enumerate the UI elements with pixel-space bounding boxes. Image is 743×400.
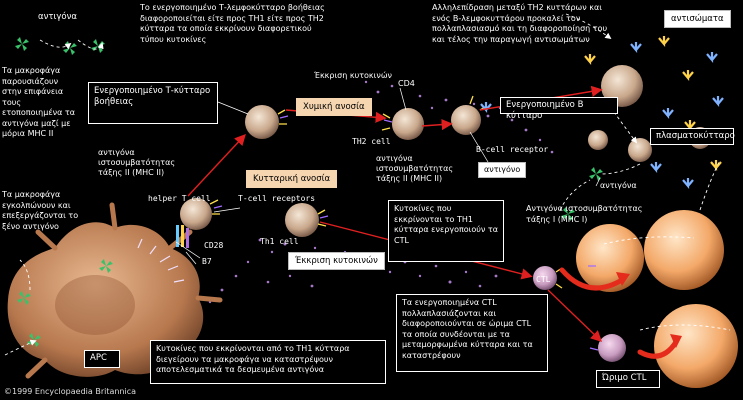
label-activated-helper-t: Ενεργοποιημένο Τ-κύτταρο βοήθειας xyxy=(88,82,218,124)
desc-activated-helper-differentiation: Το ενεργοποιημένο Τ-λεμφοκύτταρο βοήθεια… xyxy=(140,3,325,44)
label-mhc-ii-apc: αντιγόνα ιστοσυμβατότητας τάξης ΙΙ (MHC … xyxy=(98,148,176,177)
label-cd4: CD4 xyxy=(398,79,415,88)
kill-arrow-heads xyxy=(616,272,682,348)
label-mhc-i: Αντιγόνα ιστοσυμβατότητας τάξης Ι (MHC I… xyxy=(526,204,643,224)
label-antigen-right: αντιγόνα xyxy=(600,181,637,190)
label-antigen-top: αντιγόνα xyxy=(38,12,77,22)
label-plasma-cell: πλασματοκύτταρο xyxy=(650,128,735,145)
label-mhc-ii-th2: αντιγόνα ιστοσυμβατότητας τάξης ΙΙ (MHC … xyxy=(376,154,454,183)
th2-cell xyxy=(392,108,424,140)
label-th1-cell: Th1 cell xyxy=(260,237,299,246)
dashed-flow-paths xyxy=(4,13,731,356)
mature-ctl-cell xyxy=(598,334,626,362)
kill-arrows xyxy=(559,267,679,359)
ctl-cell xyxy=(533,266,557,290)
activated-helper-t-cell xyxy=(245,105,279,139)
desc-macrophage-present: Τα μακροφάγα παρουσιάζουν στην επιφάνεια… xyxy=(2,66,76,138)
label-ctl: CTL xyxy=(536,275,551,284)
label-th2-cell: TH2 cell xyxy=(352,137,391,146)
label-b-cell-receptor: B-cell receptor xyxy=(476,145,549,154)
plasma-cell xyxy=(588,130,608,150)
label-humoral-immunity: Χυμική ανοσία xyxy=(296,98,372,116)
b-cell xyxy=(451,105,481,135)
label-mature-ctl: Ώριμο CTL xyxy=(596,370,660,388)
infected-target-cell xyxy=(654,304,738,388)
label-antibodies: αντισώματα xyxy=(664,10,731,28)
copyright: ©1999 Encyclopaedia Britannica xyxy=(4,387,137,396)
label-apc: APC xyxy=(84,350,120,368)
activated-b-cell xyxy=(601,65,643,107)
desc-th2-b-interaction: Αλληλεπίδραση μεταξύ TH2 κυττάρων και εν… xyxy=(432,3,608,44)
label-cytokine-secretion-top: Έκκριση κυτοκινών xyxy=(314,71,392,80)
cd28-b7-bridge xyxy=(176,225,189,248)
infected-target-cell xyxy=(644,210,724,290)
label-activated-b-cell: Ενεργοποιημένο Β κύτταρο xyxy=(500,97,618,121)
apc-membrane-receptors xyxy=(137,238,185,283)
desc-macrophage-engulf: Τα μακροφάγα εγκολπώνουν και επεξεργάζον… xyxy=(2,190,79,231)
th1-cell xyxy=(285,203,319,237)
infected-target-cell xyxy=(576,224,644,292)
label-cd28: CD28 xyxy=(204,241,224,250)
label-cytokine-secretion-box: Έκκριση κυτοκινών xyxy=(288,252,385,270)
plasma-cell xyxy=(628,138,652,162)
label-t-cell-receptors: T-cell receptors xyxy=(238,194,316,203)
label-antigen-box: αντιγόνο xyxy=(478,162,527,178)
mhc-markers xyxy=(213,115,599,351)
desc-th1-cytokines-macrophages: Κυτοκίνες που εκκρίνονται από το TH1 κύτ… xyxy=(150,340,386,384)
desc-cytokines-activate-ctl: Κυτοκίνες που εκκρίνονται το TH1 κύτταρα… xyxy=(388,200,504,262)
label-b7: B7 xyxy=(202,257,212,266)
apc-cell xyxy=(7,202,223,379)
label-helper-t-cell: helper T cell xyxy=(148,194,211,203)
label-cellular-immunity: Κυτταρική ανοσία xyxy=(246,170,338,188)
helper-t-cell xyxy=(180,198,212,230)
antigen-icons xyxy=(15,37,603,347)
desc-ctl-proliferate: Τα ενεργοποιημένα CTL πολλαπλασιάζονται … xyxy=(396,294,548,372)
